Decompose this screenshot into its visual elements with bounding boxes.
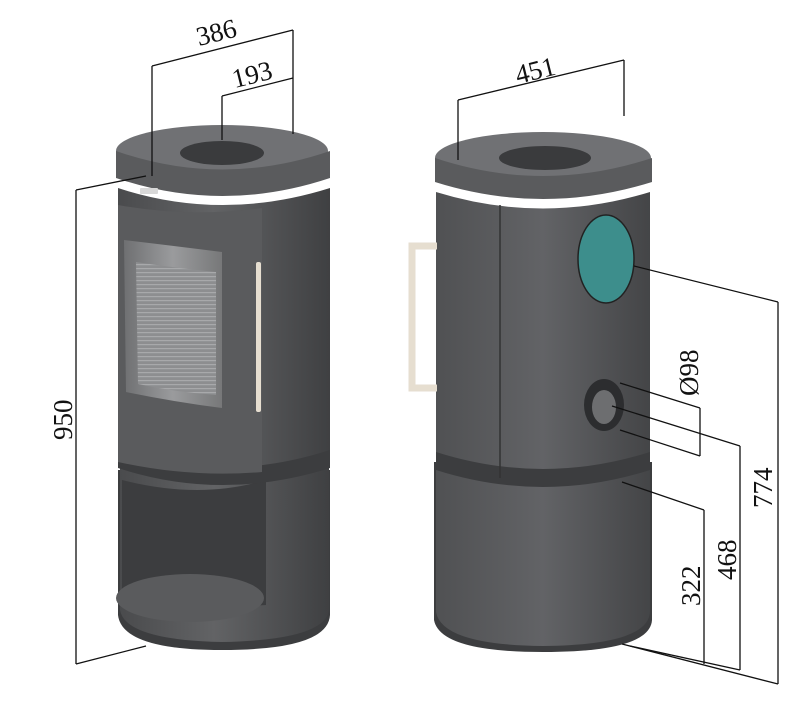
dim-98-bottom-extension bbox=[619, 429, 701, 457]
dim-451-line bbox=[457, 59, 625, 101]
dim-950-bottom-extension bbox=[75, 645, 147, 665]
dim-98-top-extension bbox=[619, 382, 701, 409]
side-waist-band bbox=[436, 452, 650, 487]
door-handle-bar bbox=[256, 262, 261, 412]
dim-322-label: 322 bbox=[676, 566, 706, 607]
dim-468-bottom-extension bbox=[629, 645, 741, 671]
side-flue-collar bbox=[499, 146, 591, 170]
side-stove bbox=[408, 132, 652, 652]
dimension-annotations: 386 193 950 451 774 Ø98 468 322 bbox=[48, 13, 779, 685]
front-stove bbox=[116, 125, 330, 650]
rear-air-inlet bbox=[577, 214, 635, 304]
dim-950-top-extension bbox=[75, 175, 147, 191]
door-control-slot bbox=[140, 188, 158, 194]
dim-98-label: Ø98 bbox=[674, 350, 704, 397]
dim-468-label: 468 bbox=[712, 540, 742, 581]
rear-flue-outlet-inner bbox=[592, 390, 616, 424]
side-pedestal bbox=[436, 462, 650, 646]
front-flue-collar bbox=[180, 141, 264, 165]
side-lid-rim bbox=[435, 158, 652, 199]
log-store-floor bbox=[116, 574, 264, 622]
dim-774-bottom-extension bbox=[621, 643, 779, 685]
side-door-handle bbox=[408, 242, 437, 392]
dim-193-line bbox=[221, 77, 294, 97]
dim-468-top-extension bbox=[611, 405, 741, 447]
dim-451-label: 451 bbox=[512, 51, 559, 90]
front-lid-rim bbox=[116, 151, 330, 196]
dim-193-label: 193 bbox=[229, 55, 276, 94]
dim-386-line bbox=[151, 29, 294, 67]
log-store-opening bbox=[122, 480, 266, 607]
dim-774-top-extension bbox=[633, 265, 779, 303]
dim-774-label: 774 bbox=[748, 467, 778, 508]
firebox-grate bbox=[136, 262, 216, 395]
dim-950-label: 950 bbox=[48, 400, 78, 441]
dim-322-top-extension bbox=[621, 481, 705, 511]
